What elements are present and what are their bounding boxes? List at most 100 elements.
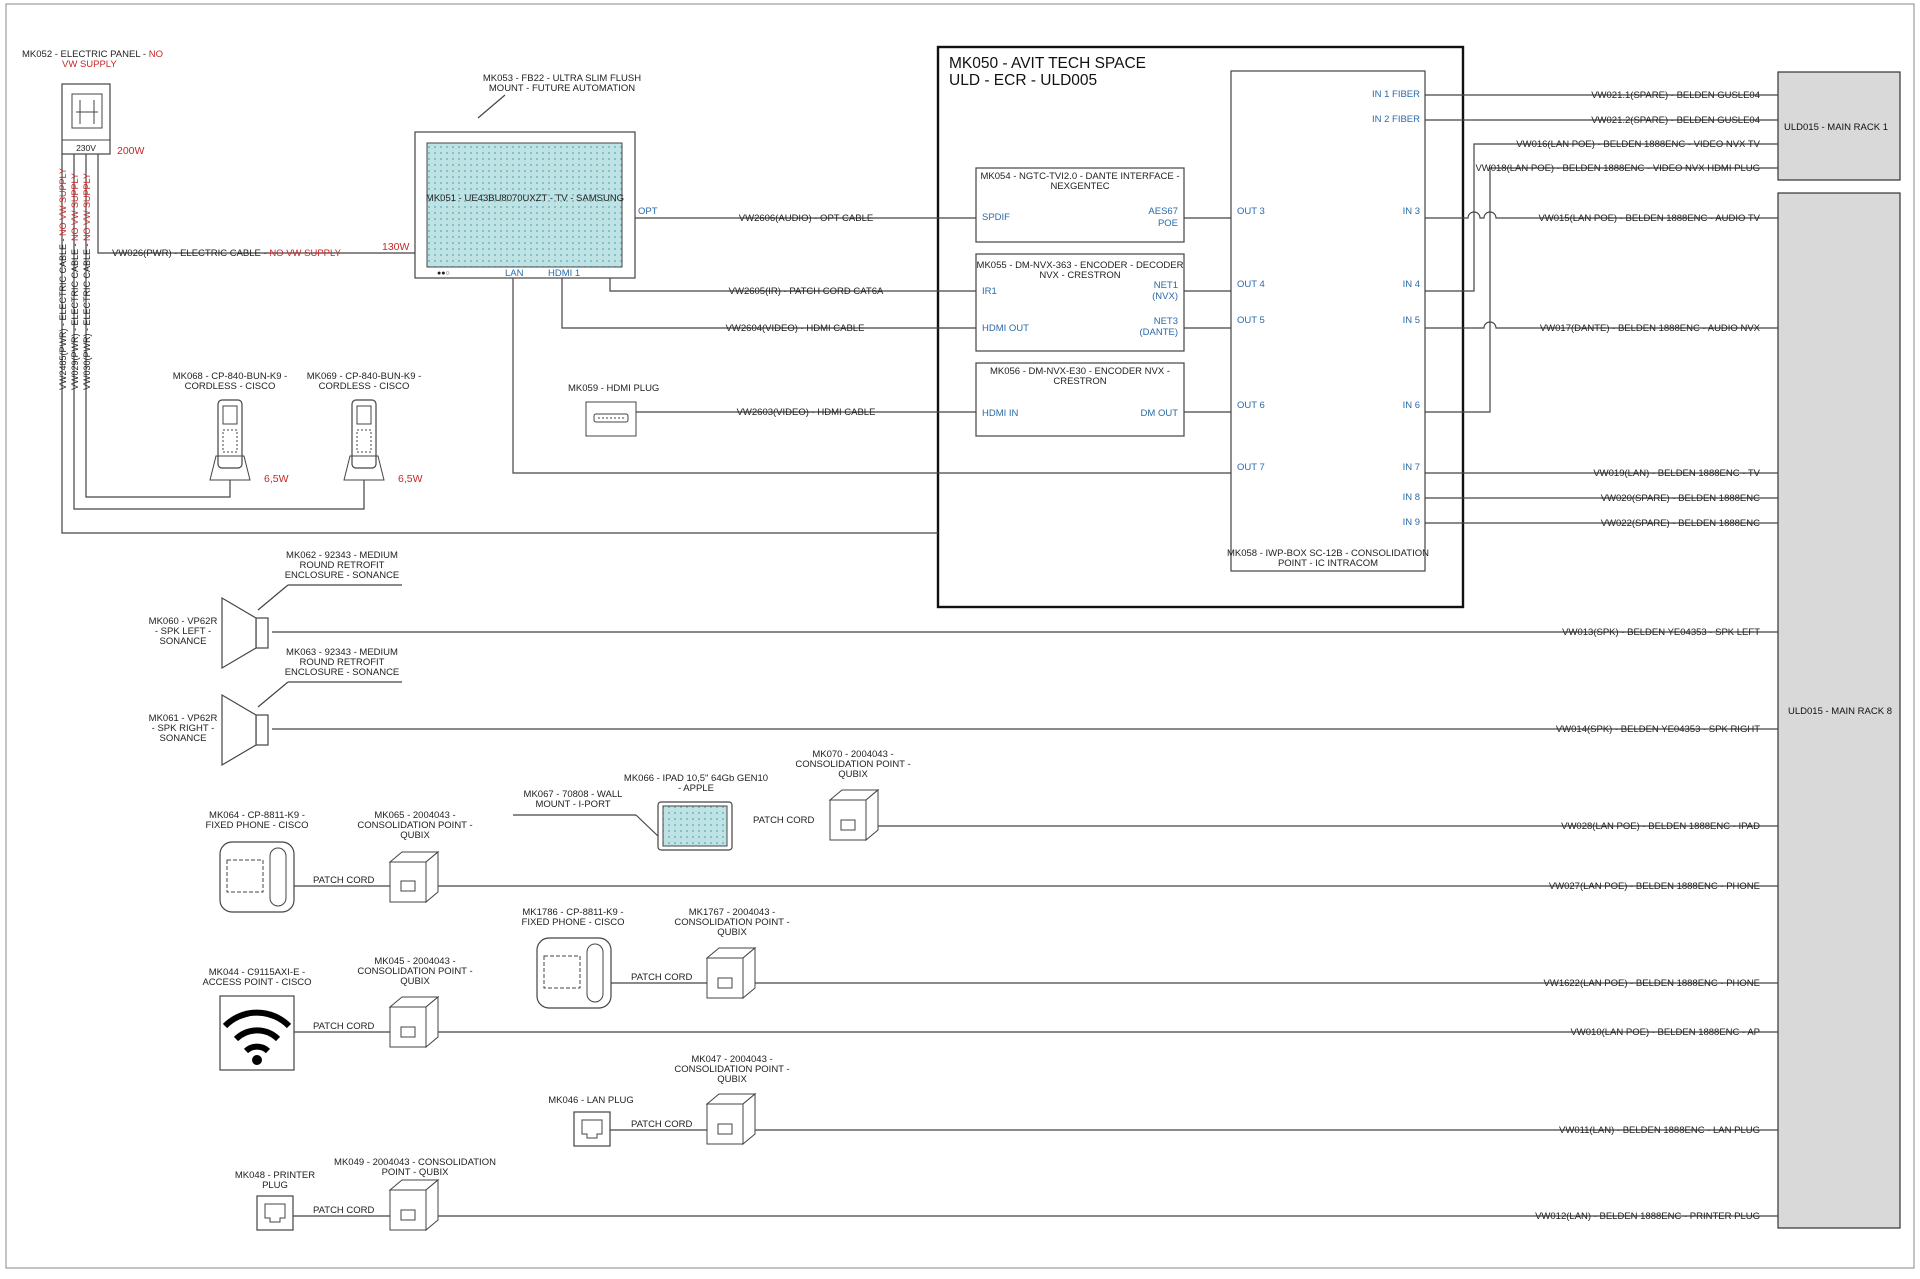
speaker-right: MK063 - 92343 - MEDIUM ROUND RETROFIT EN… (149, 647, 402, 767)
dev054-label-2: NEXGENTEC (1050, 181, 1109, 192)
ipad: MK067 - 70808 - WALL MOUNT - I-PORT MK06… (513, 773, 768, 851)
printer048-patch-label: PATCH CORD (313, 1205, 375, 1216)
dev054-label-1: MK054 - NGTC-TVI2.0 - DANTE INTERFACE - (981, 171, 1180, 182)
printer048-label-1: MK048 - PRINTER (235, 1170, 315, 1181)
phone064-label-1: MK064 - CP-8811-K9 - (209, 810, 305, 821)
cp049-label-2: POINT - QUBIX (382, 1167, 450, 1178)
lan046-label: MK046 - LAN PLUG (548, 1095, 634, 1106)
speaker-left: MK062 - 92343 - MEDIUM ROUND RETROFIT EN… (149, 550, 402, 670)
iwp-label-2: POINT - IC INTRACOM (1278, 558, 1378, 569)
iwp-out3: OUT 3 (1237, 206, 1265, 217)
speaker-left-enc-1: MK062 - 92343 - MEDIUM (286, 550, 398, 561)
cp045-label-1: MK045 - 2004043 - (374, 956, 455, 967)
svg-text:VW030(PWR) - ELECTRIC CABLE -: VW030(PWR) - ELECTRIC CABLE - NO VW SUPP… (82, 173, 92, 390)
iwp-in6: IN 6 (1403, 400, 1420, 411)
tv-mount-label-1: MK053 - FB22 - ULTRA SLIM FLUSH (483, 73, 641, 84)
dev055-hdmi-out: HDMI OUT (982, 323, 1029, 334)
iwp-in8: IN 8 (1403, 492, 1420, 503)
speaker-right-label-3: SONANCE (160, 733, 207, 744)
dev054-spdif: SPDIF (982, 212, 1010, 223)
tv: MK053 - FB22 - ULTRA SLIM FLUSH MOUNT - … (414, 73, 658, 279)
tv-mount-label-2: MOUNT - FUTURE AUTOMATION (489, 83, 635, 94)
phone1786-label-1: MK1786 - CP-8811-K9 - (522, 907, 623, 918)
cable-opt: VW2606(AUDIO) - OPT CABLE (739, 213, 873, 224)
ipad-mount-label-2: MOUNT - I-PORT (535, 799, 610, 810)
rack-cable-labels: VW021.1(SPARE) - BELDEN GUSLE04 VW021.2(… (1475, 90, 1760, 1222)
ipad-label-2: - APPLE (678, 783, 714, 794)
svg-text:MK052 - ELECTRIC PANEL - NO: MK052 - ELECTRIC PANEL - NO (22, 49, 163, 60)
printer048-label-2: PLUG (262, 1180, 288, 1191)
consolidation-point-1767: MK1767 - 2004043 - CONSOLIDATION POINT -… (674, 907, 790, 1000)
cable-vw012: VW012(LAN) - BELDEN 1888ENC - PRINTER PL… (1535, 1211, 1760, 1222)
dev055-net1-nvx: (NVX) (1152, 291, 1178, 302)
cable-hdmi-2: VW2603(VIDEO) - HDMI CABLE (737, 407, 876, 418)
dev055-label-2: NVX - CRESTRON (1039, 270, 1120, 281)
cable-vw019: VW019(LAN) - BELDEN 1888ENC - TV (1593, 468, 1760, 479)
iwp-in3: IN 3 (1403, 206, 1420, 217)
dev055-ir1: IR1 (982, 286, 997, 297)
phone1786-patch-label: PATCH CORD (631, 972, 693, 983)
cable-vw010: VW010(LAN POE) - BELDEN 1888ENC - AP (1570, 1027, 1760, 1038)
cp045-label-3: QUBIX (400, 976, 430, 987)
fixed-phone-1786: MK1786 - CP-8811-K9 - FIXED PHONE - CISC… (522, 907, 624, 1009)
tv-watts: 130W (382, 241, 410, 253)
phone064-label-2: FIXED PHONE - CISCO (206, 820, 309, 831)
lan-plug-046: MK046 - LAN PLUG (548, 1095, 634, 1147)
cable-vw011: VW011(LAN) - BELDEN 1888ENC - LAN PLUG (1559, 1125, 1760, 1136)
iwp-out7: OUT 7 (1237, 462, 1265, 473)
electric-panel: MK052 - ELECTRIC PANEL - NO VW SUPPLY 23… (22, 49, 163, 157)
speaker-left-label-2: - SPK LEFT - (155, 626, 211, 637)
cp070-label-2: CONSOLIDATION POINT - (795, 759, 910, 770)
cp1767-label-2: CONSOLIDATION POINT - (674, 917, 789, 928)
cable-vw026-no-supply: NO VW SUPPLY (269, 248, 341, 259)
ap044-label-2: ACCESS POINT - CISCO (202, 977, 311, 988)
cable-vw021-2: VW021.2(SPARE) - BELDEN GUSLE04 (1591, 115, 1760, 126)
svg-text:VW026(PWR) - ELECTRIC CABLE -: VW026(PWR) - ELECTRIC CABLE - NO VW SUPP… (112, 248, 342, 259)
room-title: MK050 - AVIT TECH SPACE (949, 55, 1146, 72)
dev056-dm-out: DM OUT (1141, 408, 1179, 419)
cable-ir: VW2605(IR) - PATCH CORD CAT6A (729, 286, 884, 297)
hdmi-plug: MK059 - HDMI PLUG (568, 383, 659, 437)
cp070-label-1: MK070 - 2004043 - (812, 749, 893, 760)
speaker-right-enc-1: MK063 - 92343 - MEDIUM (286, 647, 398, 658)
speaker-right-enc-2: ROUND RETROFIT (300, 657, 385, 668)
printer-plug-048: MK048 - PRINTER PLUG (235, 1170, 315, 1231)
tv-hdmi-port: HDMI 1 (548, 268, 580, 279)
iwp-label-1: MK058 - IWP-BOX SC-12B - CONSOLIDATION (1227, 548, 1429, 559)
cable-vw1622: VW1622(LAN POE) - BELDEN 1888ENC - PHONE (1544, 978, 1760, 989)
tv-indicator: ●●○ (437, 270, 450, 277)
speaker-left-label-3: SONANCE (160, 636, 207, 647)
cp1767-label-1: MK1767 - 2004043 - (689, 907, 776, 918)
lan046-patch-label: PATCH CORD (631, 1119, 693, 1130)
cable-vw2485-no-supply: NO VW SUPPLY (58, 168, 68, 236)
consolidation-point-070: MK070 - 2004043 - CONSOLIDATION POINT - … (795, 749, 911, 842)
ap044-patch-label: PATCH CORD (313, 1021, 375, 1032)
iwp-out6: OUT 6 (1237, 400, 1265, 411)
tv-label: MK051 - UE43BU8070UXZT - TV - SAMSUNG (426, 193, 624, 204)
iwp-in1: IN 1 FIBER (1372, 89, 1420, 100)
cp070-label-3: QUBIX (838, 769, 868, 780)
panel-label-no: NO (149, 49, 163, 60)
cable-vw030-no-supply: NO VW SUPPLY (82, 173, 92, 241)
cp049-label-1: MK049 - 2004043 - CONSOLIDATION (334, 1157, 496, 1168)
dev055-label-1: MK055 - DM-NVX-363 - ENCODER - DECODER (977, 260, 1184, 271)
dev055-net3-dante: (DANTE) (1139, 327, 1178, 338)
wifi-icon (222, 1009, 292, 1065)
rack-cables (272, 94, 1778, 1217)
svg-text:VW2485(PWR) - ELECTRIC CABLE -: VW2485(PWR) - ELECTRIC CABLE - NO VW SUP… (58, 168, 68, 390)
iwp-box (1230, 70, 1426, 572)
iwp-in5: IN 5 (1403, 315, 1420, 326)
iwp-out4: OUT 4 (1237, 279, 1265, 290)
ipad-patch-label: PATCH CORD (753, 815, 815, 826)
cordless-069-label-1: MK069 - CP-840-BUN-K9 - (307, 371, 422, 382)
consolidation-point-065: MK065 - 2004043 - CONSOLIDATION POINT - … (357, 810, 473, 904)
ipad-label-1: MK066 - IPAD 10,5" 64Gb GEN10 (624, 773, 768, 784)
panel-label-2: VW SUPPLY (62, 59, 117, 70)
cable-vw027: VW027(LAN POE) - BELDEN 1888ENC - PHONE (1549, 881, 1760, 892)
cable-vw014: VW014(SPK) - BELDEN YE04353 - SPK RIGHT (1556, 724, 1760, 735)
encoder-nvx-box (975, 362, 1185, 437)
cordless-068-label-2: CORDLESS - CISCO (185, 381, 276, 392)
encoder-decoder-box (975, 253, 1185, 352)
cordless-069-label-2: CORDLESS - CISCO (319, 381, 410, 392)
dev055-net1: NET1 (1154, 280, 1178, 291)
